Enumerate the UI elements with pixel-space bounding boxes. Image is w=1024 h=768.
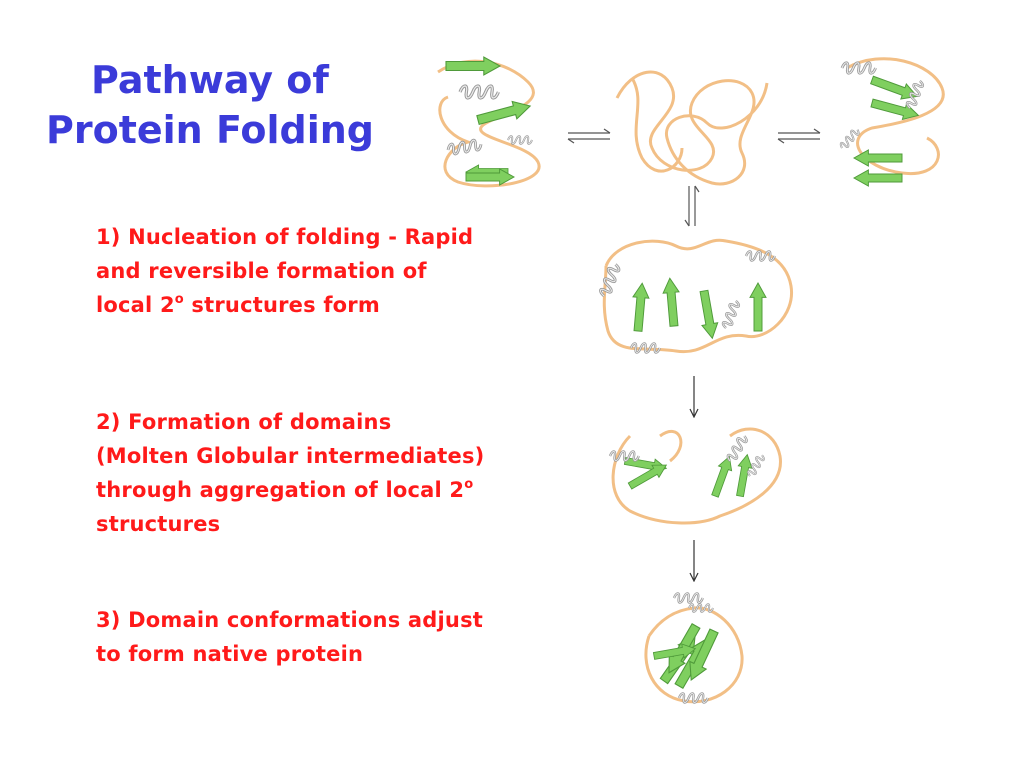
step-1-line-3-text: local 2 [96, 293, 175, 317]
step-3-line-1: 3) Domain conformations adjust [96, 608, 484, 632]
step-2-superscript: o [464, 477, 474, 492]
folding-intermediate-left-figure [437, 56, 541, 188]
unfolded-coil-figure [615, 70, 769, 186]
step-1-tail: structures form [183, 293, 380, 317]
down-arrow-icon [689, 540, 699, 582]
step-1-line-3: local 2o structures form [96, 288, 556, 322]
equilibrium-arrows-icon [777, 128, 821, 144]
equilibrium-arrows-icon [684, 185, 700, 227]
folding-intermediate-right-figure [838, 57, 945, 187]
step-3-line-2: to form native protein [96, 642, 364, 666]
title-line-1: Pathway of [91, 58, 329, 102]
step-2-text: 2) Formation of domains (Molten Globular… [96, 405, 556, 541]
title-line-2: Protein Folding [46, 108, 374, 152]
step-3-text: 3) Domain conformations adjust to form n… [96, 603, 556, 671]
nucleation-figure [597, 238, 793, 354]
step-2-line-3: through aggregation of local 2o [96, 473, 556, 507]
equilibrium-arrows-icon [567, 128, 611, 144]
step-2-line-2: (Molten Globular intermediates) [96, 444, 485, 468]
step-1-superscript: o [174, 292, 184, 307]
step-1-text: 1) Nucleation of folding - Rapid and rev… [96, 220, 556, 322]
step-1-line-2: and reversible formation of [96, 259, 427, 283]
down-arrow-icon [689, 376, 699, 418]
step-2-line-3-text: through aggregation of local 2 [96, 478, 465, 502]
slide-title: Pathway of Protein Folding [40, 55, 380, 155]
step-1-line-1: 1) Nucleation of folding - Rapid [96, 225, 474, 249]
native-protein-figure [644, 592, 744, 704]
step-2-line-1: 2) Formation of domains [96, 410, 392, 434]
molten-globule-figure [608, 427, 782, 525]
step-2-line-4: structures [96, 512, 221, 536]
